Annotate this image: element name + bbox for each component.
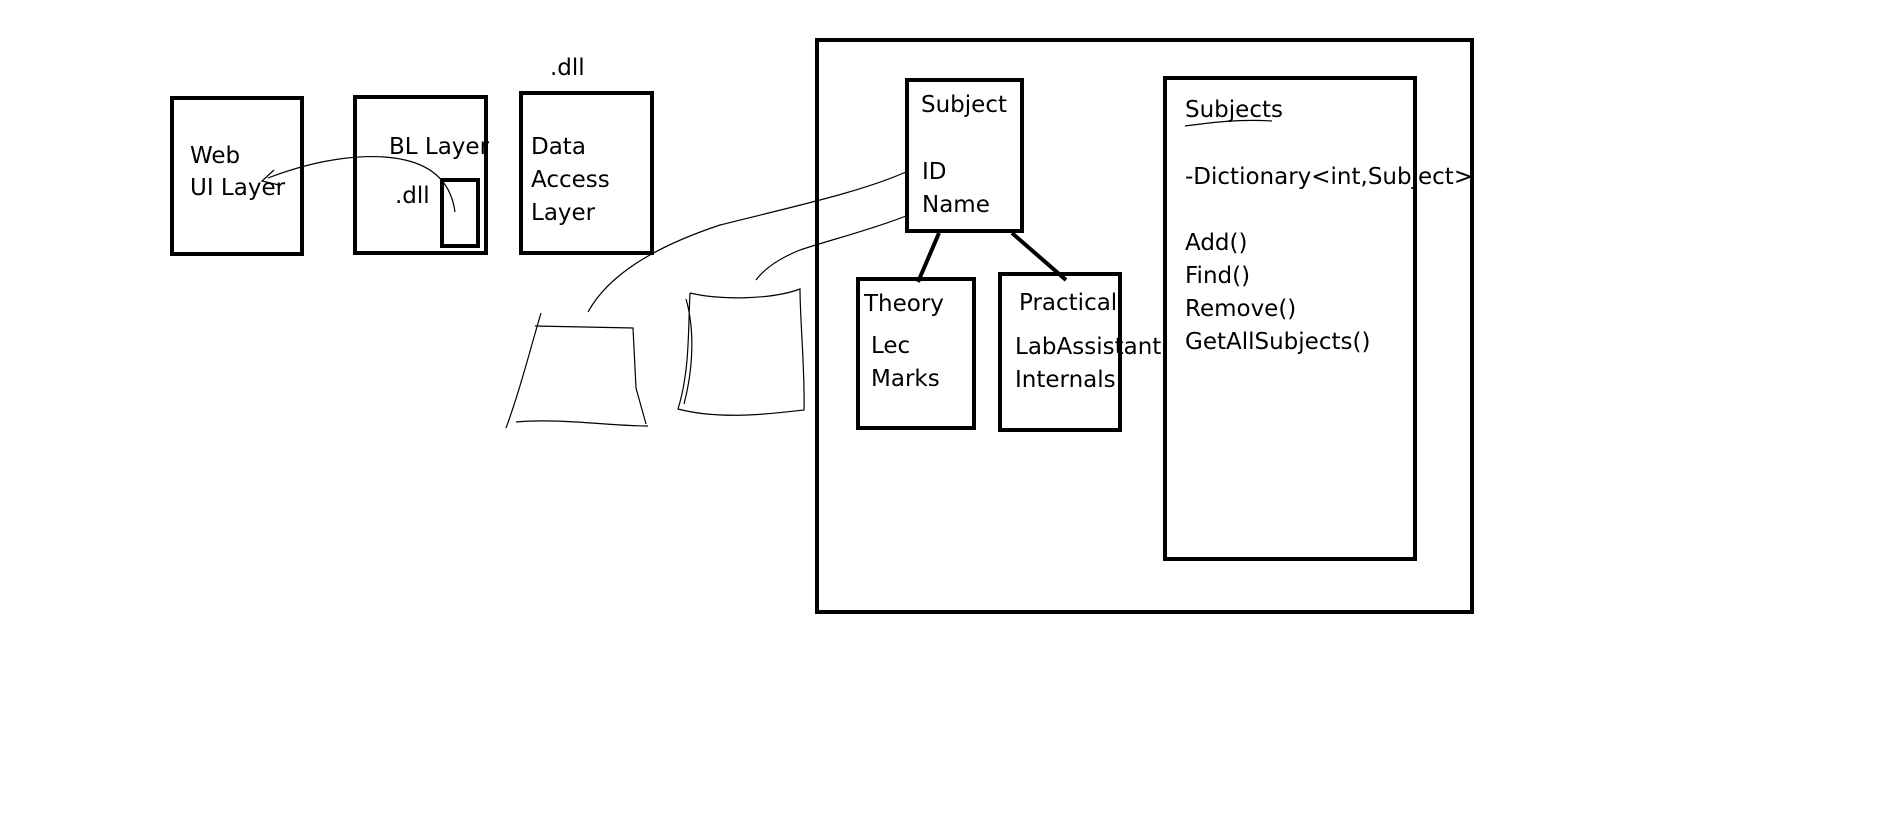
dal-label-line2: Access — [531, 167, 610, 193]
bl-layer-label: BL Layer — [389, 134, 490, 160]
web-ui-layer-box — [170, 96, 304, 256]
subjects-field-dictionary: -Dictionary<int,Subject> — [1185, 164, 1474, 190]
sketched-table-2 — [677, 288, 805, 416]
inheritance-line-theory — [916, 232, 941, 283]
data-access-layer-box — [519, 91, 654, 255]
subjects-method-getallsubjects: GetAllSubjects() — [1185, 329, 1371, 355]
inheritance-line-practical — [1010, 231, 1068, 282]
web-ui-label-line2: UI Layer — [190, 175, 286, 201]
theory-field-lec: Lec — [871, 333, 911, 359]
practical-field-internals: Internals — [1015, 367, 1116, 393]
dal-label-line3: Layer — [531, 200, 596, 226]
theory-class-box — [856, 277, 976, 430]
subjects-method-add: Add() — [1185, 230, 1248, 256]
subjects-class-box — [1163, 76, 1417, 561]
subject-class-box — [905, 78, 1024, 233]
bl-layer-box — [353, 95, 488, 255]
subject-field-name: Name — [922, 192, 990, 218]
sketched-table-1 — [505, 312, 649, 429]
theory-class-title: Theory — [864, 291, 944, 317]
practical-field-labassistant: LabAssistant — [1015, 334, 1162, 360]
connector-name-to-table-2 — [755, 215, 907, 281]
dal-dll-label: .dll — [550, 55, 585, 81]
bl-dll-component-box — [440, 178, 480, 248]
subjects-method-find: Find() — [1185, 263, 1251, 289]
subject-class-title: Subject — [921, 92, 1007, 118]
bl-dll-label: .dll — [395, 183, 430, 209]
practical-class-title: Practical — [1019, 290, 1118, 316]
subjects-title-underline — [1184, 119, 1273, 127]
dal-label-line1: Data — [531, 134, 586, 160]
dependency-arrow-line — [267, 156, 456, 213]
subject-field-id: ID — [922, 159, 947, 185]
class-diagram-frame — [815, 38, 1474, 614]
web-ui-label-line1: Web — [190, 143, 241, 169]
theory-field-marks: Marks — [871, 366, 940, 392]
dependency-arrow-head — [260, 169, 280, 186]
connector-id-to-table-1 — [587, 171, 907, 313]
subjects-class-title: Subjects — [1185, 97, 1283, 123]
subjects-method-remove: Remove() — [1185, 296, 1297, 322]
